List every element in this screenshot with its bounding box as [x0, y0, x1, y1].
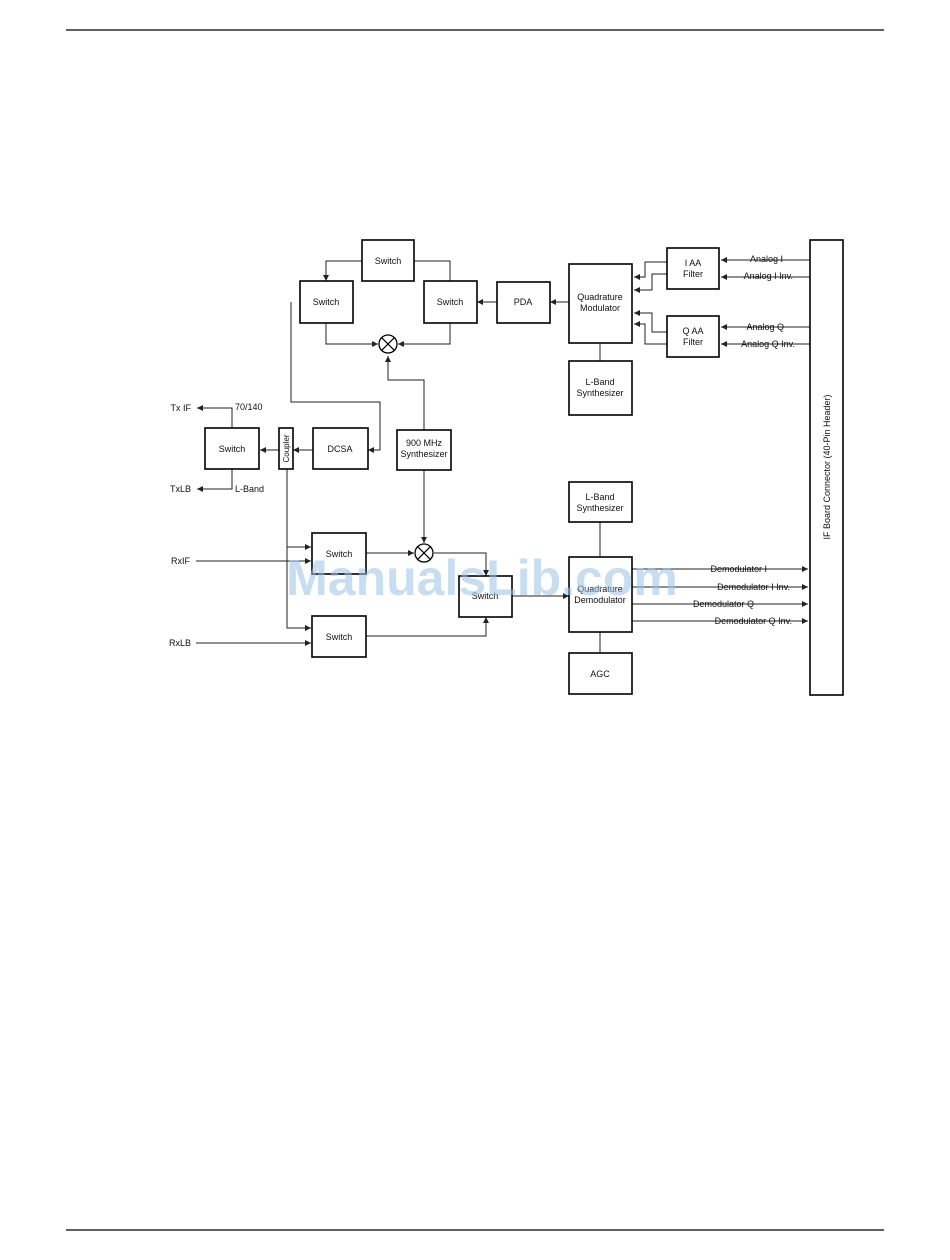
- svg-text:Coupler: Coupler: [282, 434, 291, 462]
- demod-i-label: Demodulator I: [710, 564, 767, 574]
- analog-i-inv-label: Analog I Inv.: [744, 271, 793, 281]
- dcsa-block: DCSA: [312, 427, 369, 470]
- svg-text:Modulator: Modulator: [580, 303, 620, 313]
- rx-if-label: RxIF: [171, 556, 191, 566]
- svg-text:Quadrature: Quadrature: [577, 292, 623, 302]
- svg-text:Synthesizer: Synthesizer: [576, 503, 623, 513]
- switch-top: Switch: [361, 239, 415, 282]
- svg-text:L-Band: L-Band: [585, 492, 614, 502]
- demod-q-label: Demodulator Q: [693, 599, 754, 609]
- svg-text:Switch: Switch: [472, 591, 499, 601]
- if-board-connector: IF Board Connector (40-Pin Header): [809, 239, 844, 696]
- svg-text:Filter: Filter: [683, 269, 703, 279]
- quadrature-modulator: Quadrature Modulator: [568, 263, 633, 344]
- tx-lb-label: TxLB: [170, 484, 191, 494]
- l-band-label: L-Band: [235, 484, 264, 494]
- q-aa-filter: Q AA Filter: [666, 315, 720, 358]
- svg-text:Switch: Switch: [326, 632, 353, 642]
- svg-text:900 MHz: 900 MHz: [406, 438, 443, 448]
- analog-i-label: Analog I: [750, 254, 783, 264]
- switch-rxif: Switch: [311, 532, 367, 575]
- coupler-block: Coupler: [278, 427, 294, 470]
- svg-text:AGC: AGC: [590, 669, 610, 679]
- analog-q-inv-label: Analog Q Inv.: [741, 339, 795, 349]
- watermark: ManualsLib.com: [286, 550, 678, 606]
- tx-if-label: Tx IF: [171, 403, 192, 413]
- i-aa-filter: I AA Filter: [666, 247, 720, 290]
- lband-synthesizer-bottom: L-Band Synthesizer: [568, 481, 633, 523]
- svg-text:Q AA: Q AA: [682, 326, 703, 336]
- signal-labels: Analog I Analog I Inv. Analog Q Analog Q…: [169, 254, 795, 648]
- tx-mixer: [378, 334, 398, 354]
- svg-text:Demodulator: Demodulator: [574, 595, 626, 605]
- svg-text:I AA: I AA: [685, 258, 702, 268]
- quadrature-demodulator: Quadrature Demodulator: [568, 556, 633, 633]
- svg-text:Switch: Switch: [437, 297, 464, 307]
- switch-txif: Switch: [204, 427, 260, 470]
- switch-tx-left: Switch: [299, 280, 354, 324]
- svg-text:Switch: Switch: [375, 256, 402, 266]
- svg-text:IF Board Connector (40-Pin Hea: IF Board Connector (40-Pin Header): [822, 394, 832, 539]
- pda-block: PDA: [496, 281, 551, 324]
- switch-rxlb: Switch: [311, 615, 367, 658]
- switch-rx-mid: Switch: [458, 575, 513, 618]
- synthesizer-900mhz: 900 MHz Synthesizer: [396, 429, 452, 471]
- svg-text:DCSA: DCSA: [327, 444, 352, 454]
- connection-wires: [196, 257, 810, 653]
- freq-70-140-label: 70/140: [235, 402, 263, 412]
- svg-text:Switch: Switch: [326, 549, 353, 559]
- svg-text:Synthesizer: Synthesizer: [400, 449, 447, 459]
- rx-mixer: [414, 543, 434, 563]
- analog-q-label: Analog Q: [746, 322, 784, 332]
- svg-text:Quadrature: Quadrature: [577, 584, 623, 594]
- svg-text:PDA: PDA: [514, 297, 533, 307]
- svg-text:Synthesizer: Synthesizer: [576, 388, 623, 398]
- svg-text:Switch: Switch: [219, 444, 246, 454]
- svg-text:Switch: Switch: [313, 297, 340, 307]
- agc-block: AGC: [568, 652, 633, 695]
- lband-synthesizer-top: L-Band Synthesizer: [568, 360, 633, 416]
- demod-i-inv-label: Demodulator I Inv.: [717, 582, 790, 592]
- svg-text:Filter: Filter: [683, 337, 703, 347]
- rx-lb-label: RxLB: [169, 638, 191, 648]
- svg-text:L-Band: L-Band: [585, 377, 614, 387]
- switch-tx-right: Switch: [423, 280, 478, 324]
- demod-q-inv-label: Demodulator Q Inv.: [715, 616, 792, 626]
